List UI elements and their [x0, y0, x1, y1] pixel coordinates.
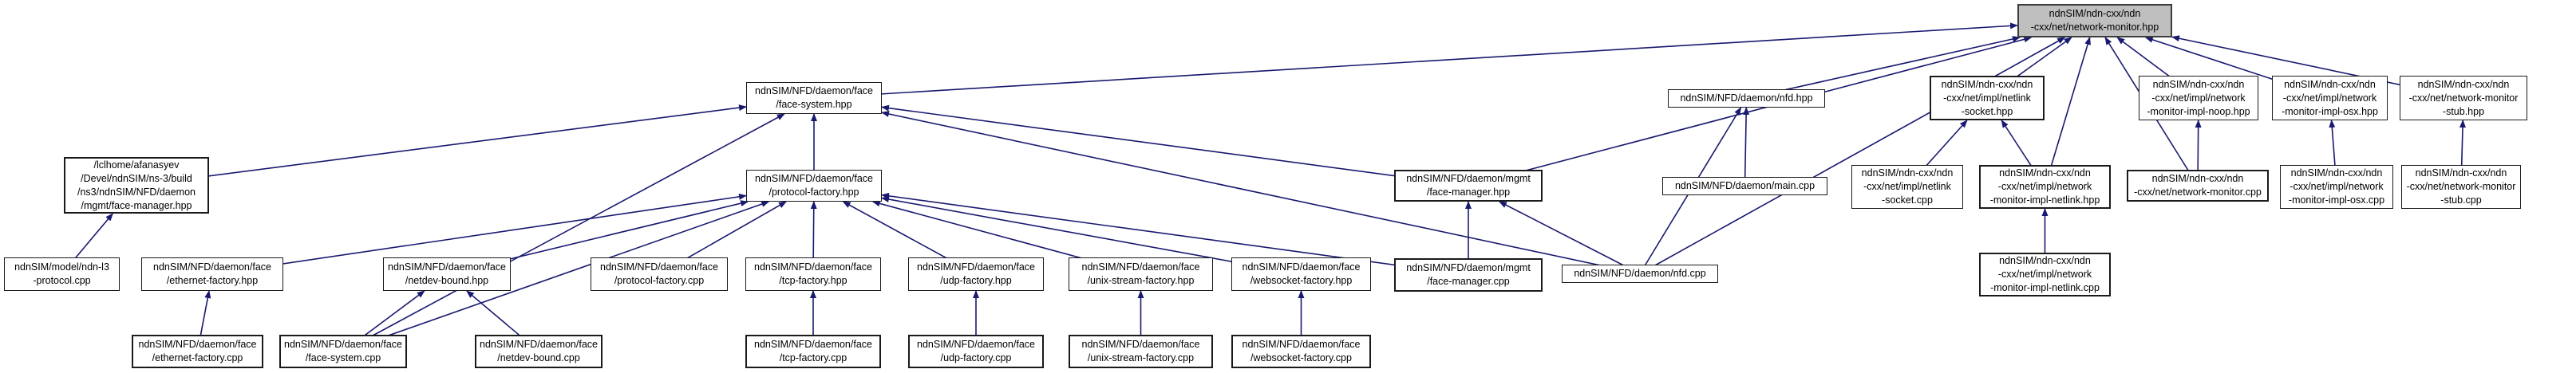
edge-ethernet-factory-hpp-to-protocol-factory-hpp [211, 193, 747, 275]
graph-node-mgmt-face-manager-cpp[interactable]: ndnSIM/NFD/daemon/mgmt /face-manager.cpp [1394, 258, 1543, 292]
edge-face-system-cpp-to-protocol-factory-hpp [342, 201, 770, 352]
graph-node-tcp-factory-cpp[interactable]: ndnSIM/NFD/daemon/face /tcp-factory.cpp [745, 335, 881, 368]
edge-main-cpp-to-nfd-hpp [1743, 107, 1750, 186]
graph-node-netdev-bound-cpp[interactable]: ndnSIM/NFD/daemon/face /netdev-bound.cpp [475, 335, 603, 368]
graph-node-network-monitor-cpp[interactable]: ndnSIM/ndn-cxx/ndn -cxx/net/network-moni… [2127, 170, 2269, 202]
graph-node-network-monitor-impl-osx-cpp[interactable]: ndnSIM/ndn-cxx/ndn -cxx/net/impl/network… [2280, 165, 2393, 209]
graph-node-websocket-factory-cpp[interactable]: ndnSIM/NFD/daemon/face /websocket-factor… [1231, 335, 1371, 368]
edge-nfd-hpp-to-network-monitor-hpp [1746, 36, 2021, 100]
graph-node-ethernet-factory-hpp[interactable]: ndnSIM/NFD/daemon/face /ethernet-factory… [141, 257, 283, 291]
edge-nfd-cpp-to-face-system-hpp [881, 111, 1641, 275]
graph-node-tcp-factory-hpp[interactable]: ndnSIM/NFD/daemon/face /tcp-factory.hpp [745, 257, 881, 291]
graph-node-ethernet-factory-cpp[interactable]: ndnSIM/NFD/daemon/face /ethernet-factory… [132, 335, 263, 368]
graph-node-protocol-factory-hpp[interactable]: ndnSIM/NFD/daemon/face /protocol-factory… [746, 170, 882, 202]
graph-node-face-system-cpp[interactable]: ndnSIM/NFD/daemon/face /face-system.cpp [279, 335, 407, 368]
graph-node-ndn-l3-protocol-cpp[interactable]: ndnSIM/model/ndn-l3 -protocol.cpp [4, 257, 120, 291]
graph-node-nfd-hpp[interactable]: ndnSIM/NFD/daemon/nfd.hpp [1668, 89, 1825, 108]
graph-node-netdev-bound-hpp[interactable]: ndnSIM/NFD/daemon/face /netdev-bound.hpp [383, 257, 511, 291]
edge-face-system-cpp-to-face-system-hpp [342, 113, 785, 352]
graph-node-face-system-hpp[interactable]: ndnSIM/NFD/daemon/face /face-system.hpp [746, 82, 882, 114]
graph-node-unix-stream-factory-cpp[interactable]: ndnSIM/NFD/daemon/face /unix-stream-fact… [1069, 335, 1213, 368]
edge-lclhome-face-manager-hpp-to-face-system-hpp [136, 104, 747, 186]
edge-websocket-factory-hpp-to-protocol-factory-hpp [881, 196, 1302, 275]
graph-node-netlink-socket-cpp[interactable]: ndnSIM/ndn-cxx/ndn -cxx/net/impl/netlink… [1851, 165, 1963, 209]
edge-network-monitor-impl-netlink-hpp-to-network-monitor-hpp [2044, 37, 2091, 187]
edge-mgmt-face-manager-hpp-to-face-system-hpp [881, 104, 1469, 186]
graph-node-network-monitor-impl-osx-hpp[interactable]: ndnSIM/ndn-cxx/ndn -cxx/net/impl/network… [2272, 76, 2388, 120]
graph-node-unix-stream-factory-hpp[interactable]: ndnSIM/NFD/daemon/face /unix-stream-fact… [1069, 257, 1213, 291]
edge-nfd-cpp-to-network-monitor-hpp [1639, 37, 2066, 275]
graph-node-network-monitor-hpp: ndnSIM/ndn-cxx/ndn -cxx/net/network-moni… [2017, 4, 2172, 37]
graph-node-lclhome-face-manager-hpp[interactable]: /lclhome/afanasyev /Devel/ndnSIM/ns-3/bu… [64, 157, 209, 214]
graph-node-netlink-socket-hpp[interactable]: ndnSIM/ndn-cxx/ndn -cxx/net/impl/netlink… [1930, 76, 2045, 120]
graph-node-network-monitor-stub-hpp[interactable]: ndnSIM/ndn-cxx/ndn -cxx/net/network-moni… [2400, 76, 2527, 120]
graph-node-main-cpp[interactable]: ndnSIM/NFD/daemon/main.cpp [1662, 177, 1827, 195]
graph-node-network-monitor-stub-cpp[interactable]: ndnSIM/ndn-cxx/ndn -cxx/net/network-moni… [2401, 165, 2521, 209]
edge-mgmt-face-manager-hpp-to-network-monitor-hpp [1468, 36, 2033, 186]
graph-node-network-monitor-impl-netlink-cpp[interactable]: ndnSIM/ndn-cxx/ndn -cxx/net/impl/network… [1979, 253, 2111, 296]
graph-node-nfd-cpp[interactable]: ndnSIM/NFD/daemon/nfd.cpp [1562, 265, 1718, 283]
graph-node-udp-factory-cpp[interactable]: ndnSIM/NFD/daemon/face /udp-factory.cpp [908, 335, 1044, 368]
graph-node-network-monitor-impl-noop-hpp[interactable]: ndnSIM/ndn-cxx/ndn -cxx/net/impl/network… [2139, 76, 2258, 120]
graph-node-websocket-factory-hpp[interactable]: ndnSIM/NFD/daemon/face /websocket-factor… [1231, 257, 1371, 291]
edge-face-system-hpp-to-network-monitor-hpp [813, 22, 2018, 99]
graph-node-udp-factory-hpp[interactable]: ndnSIM/NFD/daemon/face /udp-factory.hpp [908, 257, 1044, 291]
graph-node-protocol-factory-cpp[interactable]: ndnSIM/NFD/daemon/face /protocol-factory… [591, 257, 728, 291]
graph-node-network-monitor-impl-netlink-hpp[interactable]: ndnSIM/ndn-cxx/ndn -cxx/net/impl/network… [1979, 165, 2111, 209]
edge-nfd-cpp-to-mgmt-face-manager-hpp [1499, 201, 1641, 275]
graph-node-mgmt-face-manager-hpp[interactable]: ndnSIM/NFD/daemon/mgmt /face-manager.hpp [1394, 170, 1543, 202]
